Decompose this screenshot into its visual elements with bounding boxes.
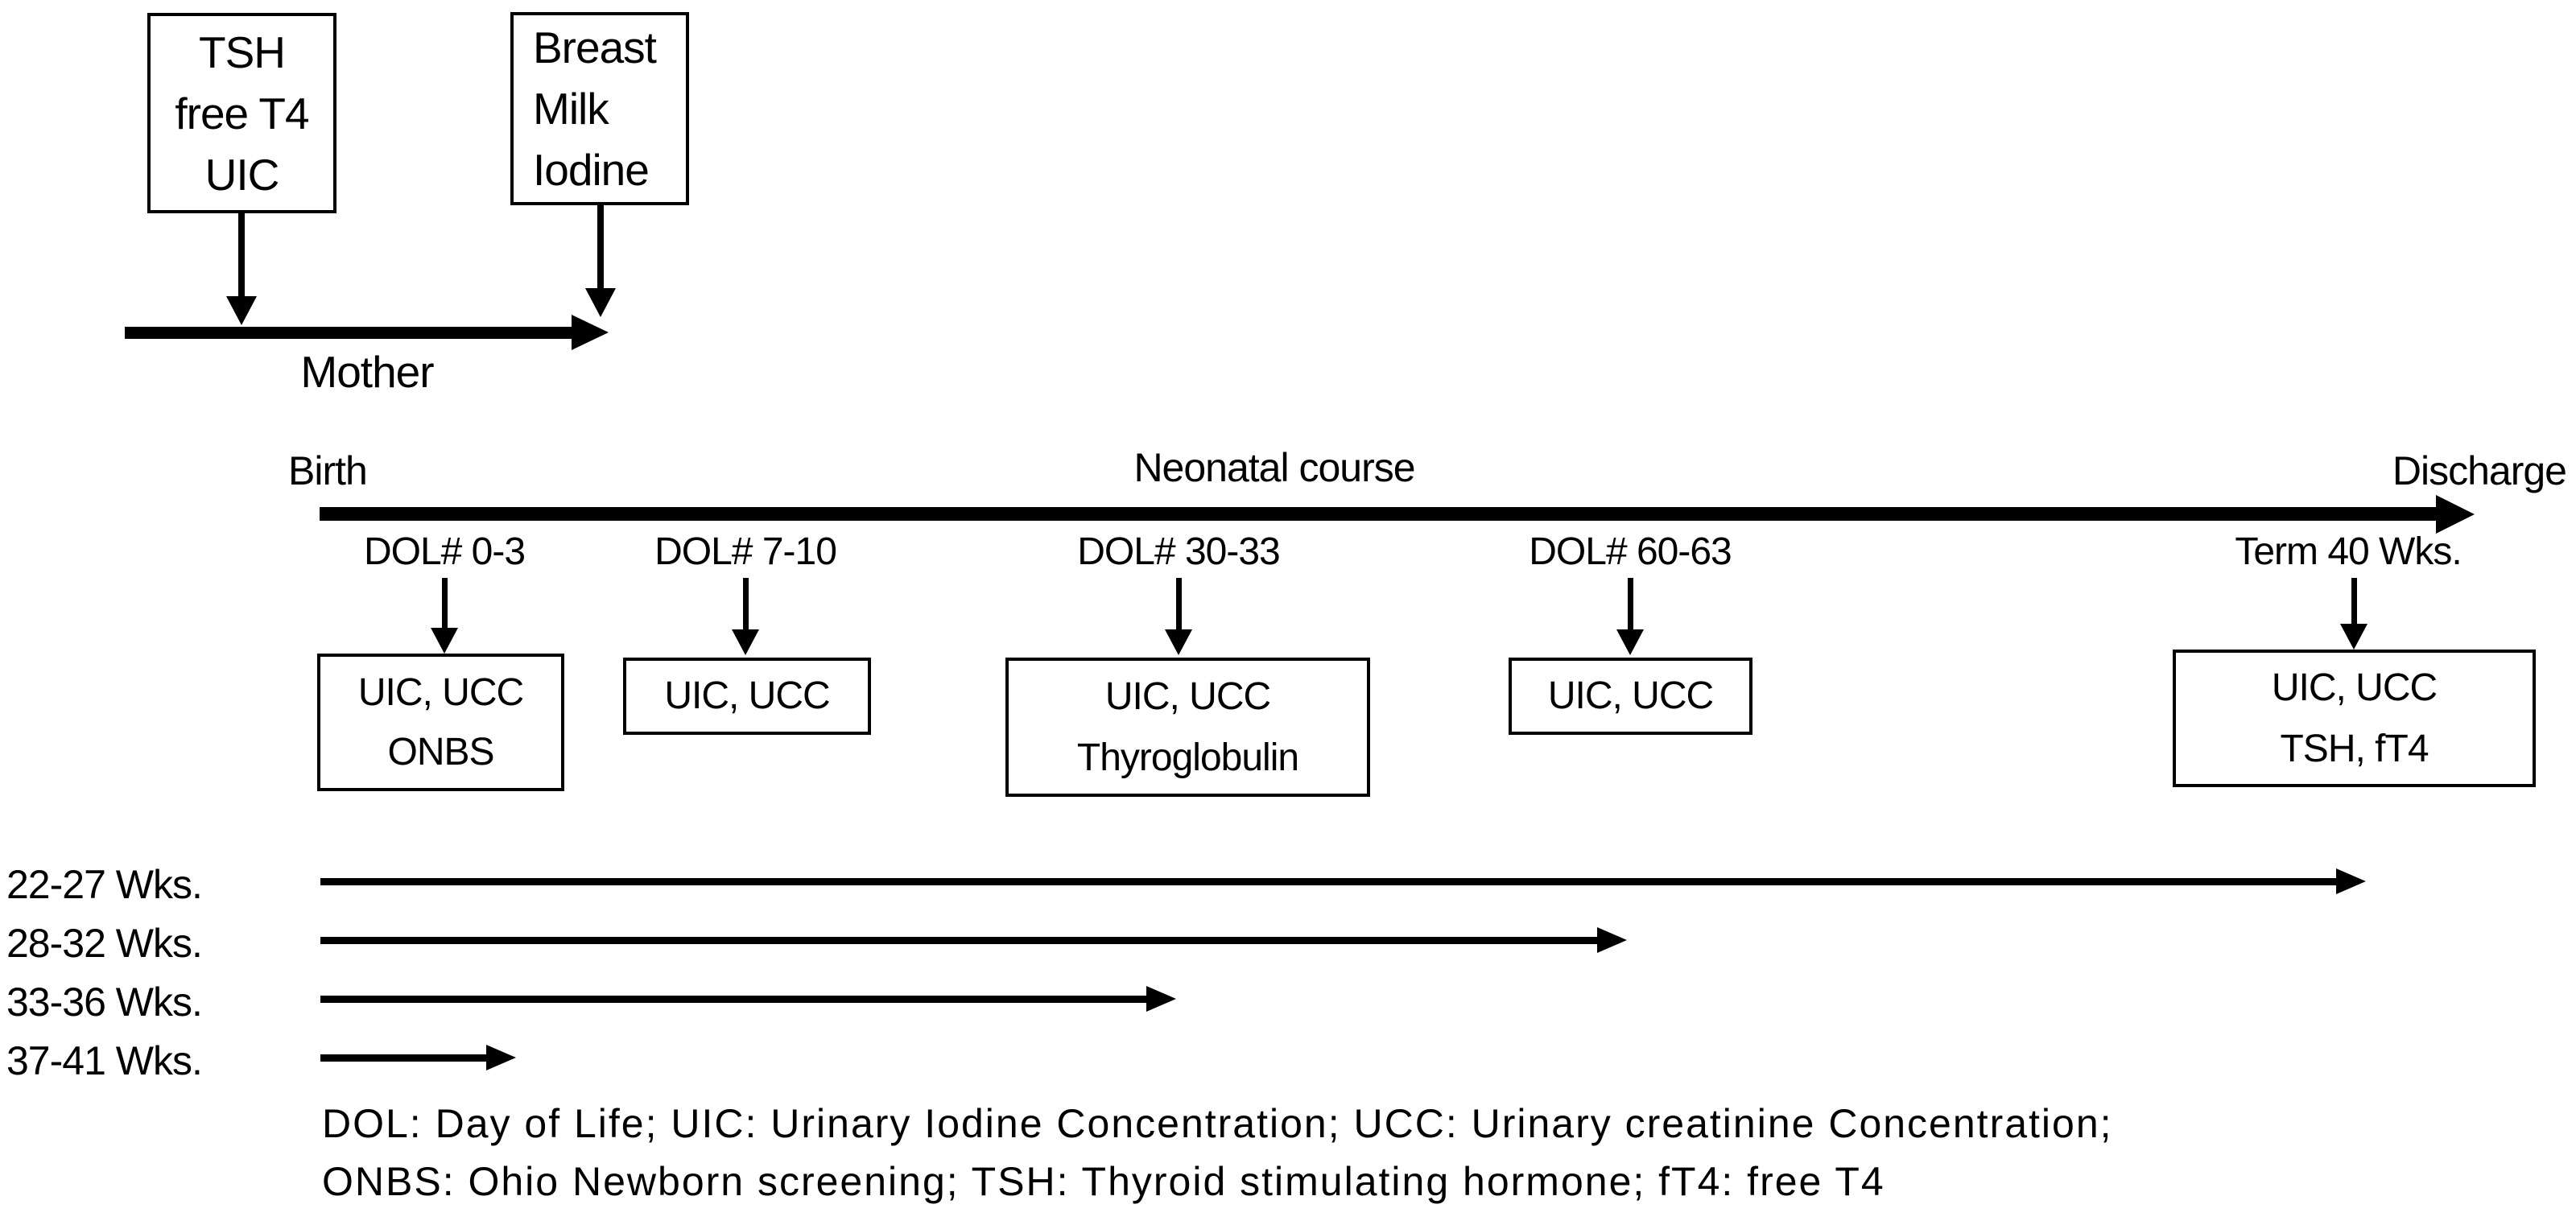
neonatal-course-label: Neonatal course — [1133, 445, 1415, 490]
down-arrow-stem — [743, 578, 749, 629]
mother-timeline-label: Mother — [300, 347, 434, 397]
gestational-arrow-head — [1146, 986, 1176, 1012]
down-arrow-stem — [2351, 578, 2357, 624]
mother-timeline-stem — [125, 327, 574, 339]
maternal-labs-line: UIC — [204, 149, 280, 200]
legend-line: ONBS: Ohio Newborn screening; TSH: Thyro… — [322, 1159, 1885, 1204]
event-tests-box: UIC, UCC — [623, 658, 871, 735]
event-time-label: DOL# 0-3 — [363, 530, 526, 573]
event-time-label: DOL# 7-10 — [654, 530, 837, 573]
breast-milk-line: Iodine — [533, 145, 650, 195]
down-arrow-head — [732, 629, 759, 655]
gestational-arrow-stem — [320, 1054, 487, 1062]
event-tests-line: UIC, UCC — [2271, 666, 2438, 709]
gestational-arrow-head — [486, 1045, 516, 1070]
event-time-label: Term 40 Wks. — [2235, 530, 2462, 573]
event-tests-line: UIC, UCC — [357, 670, 524, 714]
down-arrow-head — [431, 628, 458, 654]
maternal-labs-line: free T4 — [175, 88, 309, 138]
event-tests-box: UIC, UCC TSH, fT4 — [2173, 650, 2536, 787]
down-arrow-head — [226, 296, 257, 325]
neonatal-timeline-arrowhead — [2436, 495, 2475, 534]
discharge-label: Discharge — [2392, 448, 2567, 493]
down-arrow-head — [1165, 629, 1192, 655]
breast-milk-line: Breast — [533, 23, 657, 72]
legend-line: DOL: Day of Life; UIC: Urinary Iodine Co… — [322, 1101, 2113, 1146]
down-arrow-head — [1616, 629, 1644, 655]
down-arrow-head — [585, 288, 616, 317]
abbreviation-legend: DOL: Day of Life; UIC: Urinary Iodine Co… — [322, 1095, 2113, 1211]
breast-milk-iodine-box: Breast Milk Iodine — [510, 12, 689, 205]
breast-milk-line: Milk — [533, 84, 609, 134]
down-arrow-stem — [238, 213, 245, 296]
event-tests-line: TSH, fT4 — [2280, 727, 2429, 770]
down-arrow-stem — [1628, 578, 1633, 629]
event-tests-line: ONBS — [387, 730, 494, 773]
gestational-group-label: 28-32 Wks. — [6, 921, 203, 966]
event-tests-box: UIC, UCC ONBS — [317, 654, 564, 791]
event-tests-line: UIC, UCC — [1547, 674, 1714, 717]
event-tests-box: UIC, UCC — [1509, 658, 1752, 735]
down-arrow-stem — [597, 205, 604, 288]
gestational-arrow-stem — [320, 937, 1598, 944]
gestational-arrow-stem — [320, 996, 1147, 1003]
gestational-group-label: 37-41 Wks. — [6, 1038, 203, 1083]
neonatal-timeline-stem — [320, 507, 2437, 521]
gestational-group-label: 22-27 Wks. — [6, 862, 203, 907]
down-arrow-stem — [442, 578, 448, 628]
event-tests-box: UIC, UCC Thyroglobulin — [1005, 658, 1370, 797]
gestational-arrow-head — [2336, 868, 2366, 894]
down-arrow-head — [2340, 624, 2368, 650]
maternal-labs-box: TSH free T4 UIC — [147, 13, 336, 213]
birth-label: Birth — [288, 448, 368, 493]
event-tests-line: UIC, UCC — [1104, 674, 1271, 718]
gestational-arrow-stem — [320, 878, 2337, 885]
mother-timeline-arrowhead — [572, 315, 609, 350]
event-tests-line: UIC, UCC — [664, 674, 830, 717]
down-arrow-stem — [1176, 578, 1182, 629]
gestational-group-label: 33-36 Wks. — [6, 980, 203, 1025]
maternal-labs-line: TSH — [199, 27, 286, 77]
gestational-arrow-head — [1597, 927, 1627, 953]
event-tests-line: Thyroglobulin — [1076, 736, 1299, 779]
event-time-label: DOL# 60-63 — [1529, 530, 1732, 573]
event-time-label: DOL# 30-33 — [1077, 530, 1280, 573]
